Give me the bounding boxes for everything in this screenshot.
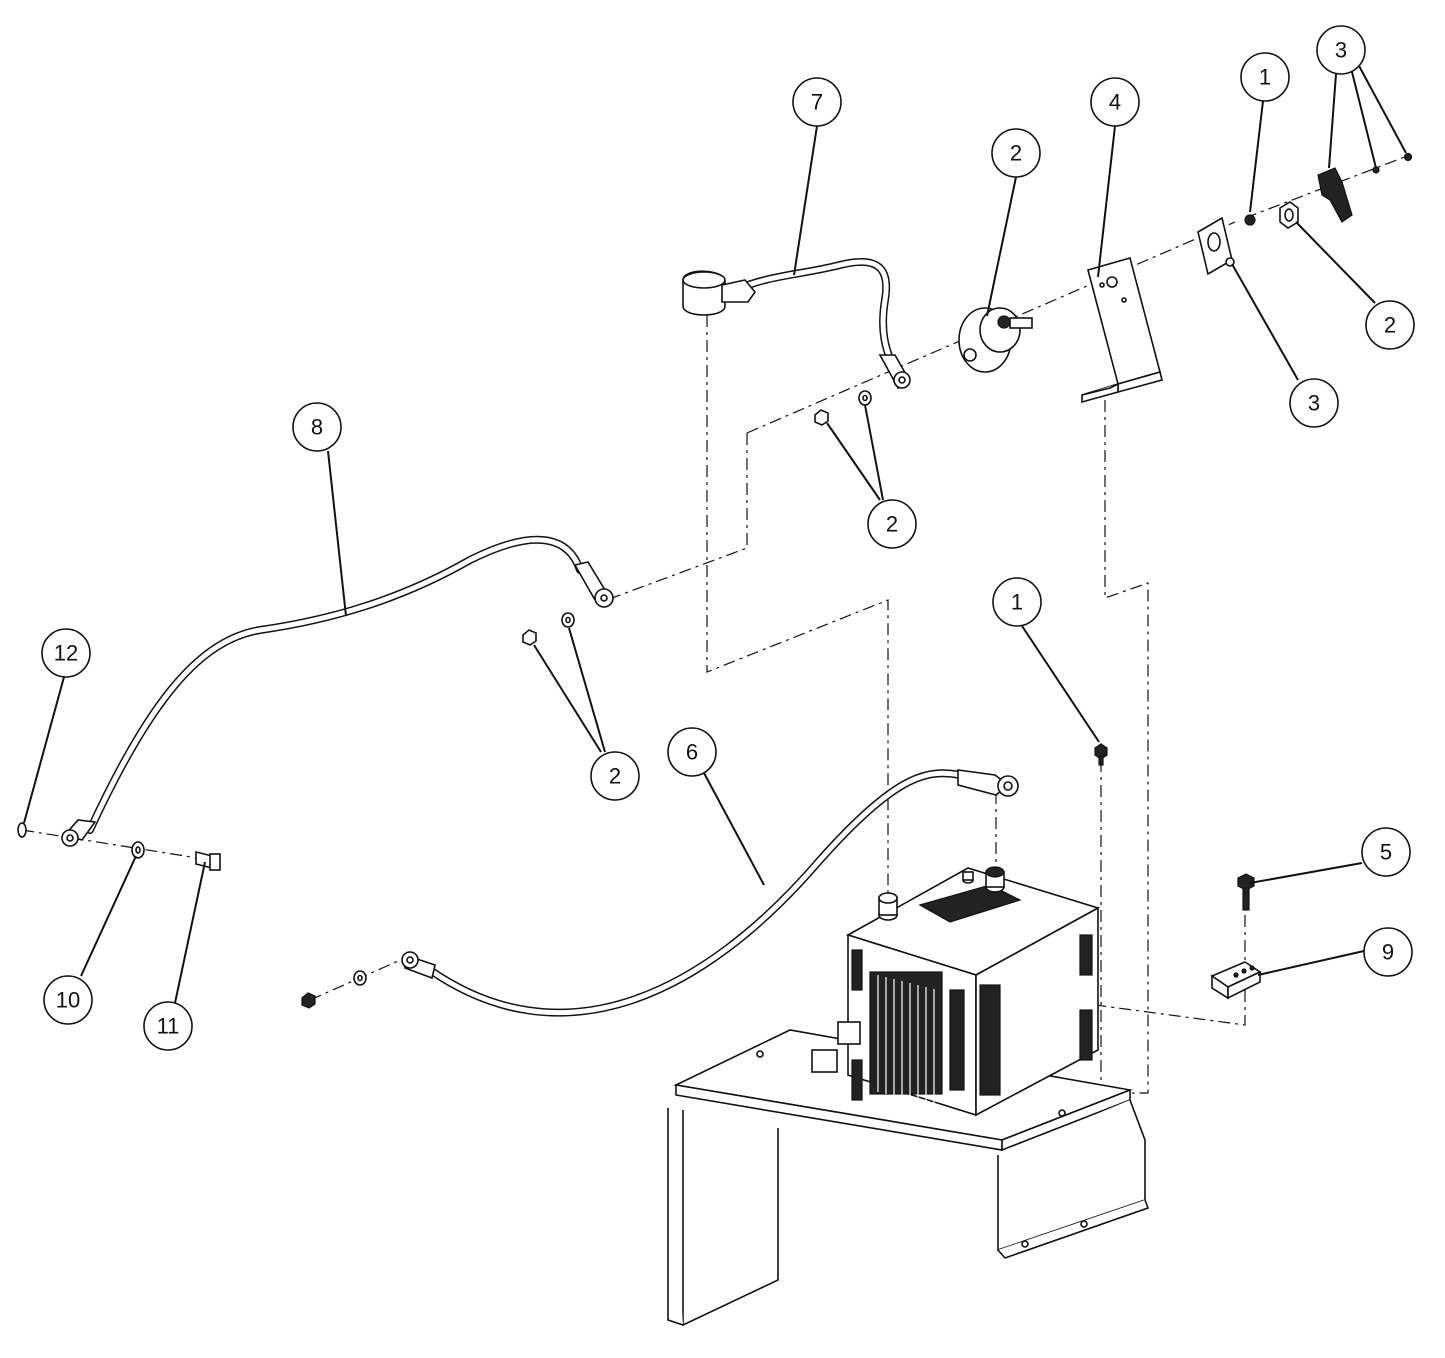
callout-10-label: 10 (56, 988, 80, 1013)
callout-2-lower-nuts: 2 (590, 751, 640, 801)
callout-2-switch: 2 (991, 128, 1041, 178)
battery (811, 866, 1101, 1117)
callout-4-label: 4 (1109, 90, 1121, 115)
cable-6 (301, 769, 1019, 1017)
callout-3-top: 3 (1316, 25, 1366, 75)
callout-2-right-label: 2 (1384, 313, 1396, 338)
callout-6-label: 6 (686, 740, 698, 765)
bolt-1-lower (1094, 743, 1108, 766)
callout-9-label: 9 (1382, 940, 1394, 965)
callout-12: 12 (41, 628, 91, 678)
callout-7-label: 7 (811, 90, 823, 115)
callout-3-plate-label: 3 (1308, 391, 1320, 416)
callout-11-label: 11 (157, 1014, 180, 1039)
callout-1-top-label: 1 (1259, 65, 1271, 90)
callout-7: 7 (792, 77, 842, 127)
cable-7 (682, 257, 911, 426)
callout-10: 10 (43, 975, 93, 1025)
leader-lines (23, 63, 1407, 1004)
bolt-5 (1237, 873, 1255, 911)
callout-1-lower: 1 (992, 577, 1042, 627)
cable-8 (17, 535, 614, 871)
callout-9: 9 (1363, 927, 1413, 977)
callout-3-top-label: 3 (1335, 38, 1347, 63)
callout-8-label: 8 (311, 415, 323, 440)
callout-2-lower-nuts-label: 2 (609, 764, 621, 789)
callout-11: 11 (143, 1001, 193, 1051)
callout-3-plate: 3 (1289, 378, 1339, 428)
callout-2-upper-nuts: 2 (867, 499, 917, 549)
callout-6: 6 (667, 727, 717, 777)
hold-down-clamp (1210, 961, 1262, 1000)
callout-1-top: 1 (1240, 52, 1290, 102)
callout-1-lower-label: 1 (1011, 590, 1023, 615)
disconnect-switch (958, 307, 1033, 373)
callout-2-switch-label: 2 (1010, 141, 1022, 166)
callout-5: 5 (1361, 827, 1411, 877)
switch-bracket (1081, 257, 1163, 404)
switch-handle-assembly (1197, 152, 1413, 276)
callout-2-upper-nuts-label: 2 (886, 512, 898, 537)
callout-12-label: 12 (54, 641, 78, 666)
callout-4: 4 (1090, 77, 1140, 127)
callout-2-right: 2 (1365, 300, 1415, 350)
callout-5-label: 5 (1380, 840, 1392, 865)
callout-8: 8 (292, 402, 342, 452)
